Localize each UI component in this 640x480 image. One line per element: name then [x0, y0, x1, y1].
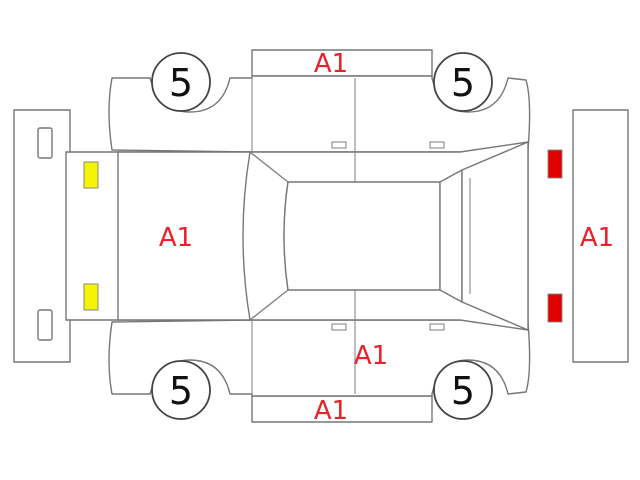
rear-bumper — [572, 109, 629, 363]
wheel-rear-right: 5 — [433, 360, 493, 420]
wheel-front-right-label: 5 — [169, 369, 193, 413]
wheel-front-right: 5 — [151, 360, 211, 420]
wheel-rear-left: 5 — [433, 52, 493, 112]
wheel-front-left-label: 5 — [169, 61, 193, 105]
headlight-left — [83, 161, 99, 189]
wheel-front-left: 5 — [151, 52, 211, 112]
front-bumper — [13, 109, 71, 363]
headlight-right — [83, 283, 99, 311]
code-hood: A1 — [159, 223, 193, 253]
code-bottom-panel: A1 — [314, 396, 348, 426]
top-side-strip — [251, 49, 433, 77]
wheel-rear-right-label: 5 — [451, 369, 475, 413]
bottom-side-strip — [251, 395, 433, 423]
code-rear-bumper: A1 — [580, 223, 614, 253]
taillight-left — [547, 149, 563, 179]
top-view-body — [65, 141, 529, 331]
code-door-lower: A1 — [354, 341, 388, 371]
taillight-right — [547, 293, 563, 323]
code-roof-top: A1 — [314, 49, 348, 79]
wheel-rear-left-label: 5 — [451, 61, 475, 105]
